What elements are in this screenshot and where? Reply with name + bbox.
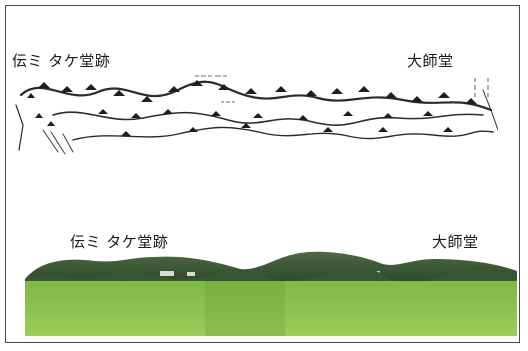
photo-label-right: 大師堂 bbox=[432, 233, 479, 251]
sketch-label-right: 大師堂 bbox=[407, 52, 454, 70]
sketch-label-left: 伝ミ タケ堂跡 bbox=[12, 52, 111, 70]
photo-label-left: 伝ミ タケ堂跡 bbox=[70, 233, 169, 251]
landscape-photo bbox=[25, 249, 517, 336]
ink-sketch-landscape bbox=[13, 70, 498, 155]
